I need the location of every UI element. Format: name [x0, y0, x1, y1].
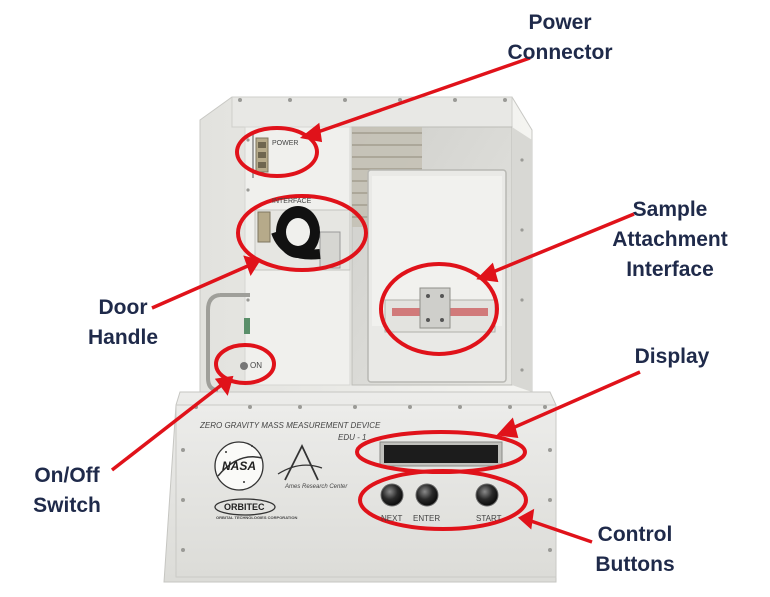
- nasa-logo: [214, 441, 264, 491]
- device-model: EDU - 1: [338, 433, 367, 442]
- panel-screws: [181, 98, 552, 552]
- upper-body: [199, 96, 533, 393]
- start-button-label: START: [476, 514, 502, 523]
- side-handle-bar: [206, 293, 250, 392]
- orbitec-logo-text: ORBITEC: [224, 502, 265, 512]
- power-connector-highlight: [235, 126, 319, 178]
- door-handle: [254, 206, 351, 271]
- callout-door-handle-line-2: Handle: [87, 326, 158, 349]
- power-switch: [240, 362, 248, 370]
- power-label: POWER: [272, 140, 299, 147]
- orbitec-subtext: ORBITAL TECHNOLOGIES CORPORATION: [216, 515, 298, 520]
- callout-on-off-switch-line-2: Switch: [33, 494, 101, 517]
- callout-power-connector-line-2: Connector: [507, 41, 613, 64]
- ames-logo-text: Ames Research Center: [285, 484, 348, 490]
- callout-control-buttons-line-2: Buttons: [595, 553, 675, 576]
- display-arrow: [507, 370, 641, 432]
- annotation-ellipses: [214, 126, 528, 531]
- on-label: ON: [250, 361, 262, 370]
- callout-display-line-1: Display: [634, 345, 710, 368]
- callout-control-buttons: Control Buttons: [580, 520, 690, 580]
- door-handle-highlight: [236, 194, 368, 272]
- device-title: ZERO GRAVITY MASS MEASUREMENT DEVICE: [200, 421, 381, 430]
- callout-door-handle: Door Handle: [78, 293, 168, 353]
- callout-on-off-switch: On/Off Switch: [22, 461, 112, 521]
- nasa-logo-text: NASA: [222, 459, 257, 473]
- power-connector-arrow: [311, 56, 531, 136]
- callout-on-off-switch-line-1: On/Off: [34, 464, 100, 487]
- callout-sample-interface-line-2: Attachment: [612, 228, 728, 251]
- callout-sample-interface: Sample Attachment Interface: [600, 195, 740, 285]
- control-buttons-highlight: [358, 469, 528, 531]
- next-button-label: NEXT: [381, 514, 403, 523]
- on-switch-highlight: [214, 343, 276, 385]
- interface-label: INTERFACE: [272, 198, 312, 205]
- control-knobs: [380, 483, 499, 507]
- callout-power-connector: Power Connector: [500, 8, 620, 68]
- enter-button-label: ENTER: [413, 514, 441, 523]
- door-handle-arrow: [151, 263, 251, 310]
- callout-door-handle-line-1: Door: [98, 296, 148, 319]
- callout-sample-interface-line-1: Sample: [632, 198, 708, 221]
- orbitec-logo: [214, 498, 276, 516]
- lcd-display: [379, 441, 503, 467]
- annotation-arrows: [110, 56, 641, 544]
- ames-logo: [277, 443, 323, 481]
- callout-power-connector-line-1: Power: [528, 11, 592, 34]
- callout-control-buttons-line-1: Control: [597, 523, 673, 546]
- sample-interface-highlight: [379, 262, 499, 356]
- callout-display: Display: [617, 342, 727, 372]
- on-off-arrow: [110, 381, 226, 472]
- sample-interface-arrow: [487, 212, 635, 276]
- callout-sample-interface-line-3: Interface: [626, 258, 714, 281]
- control-buttons-arrow: [527, 518, 593, 544]
